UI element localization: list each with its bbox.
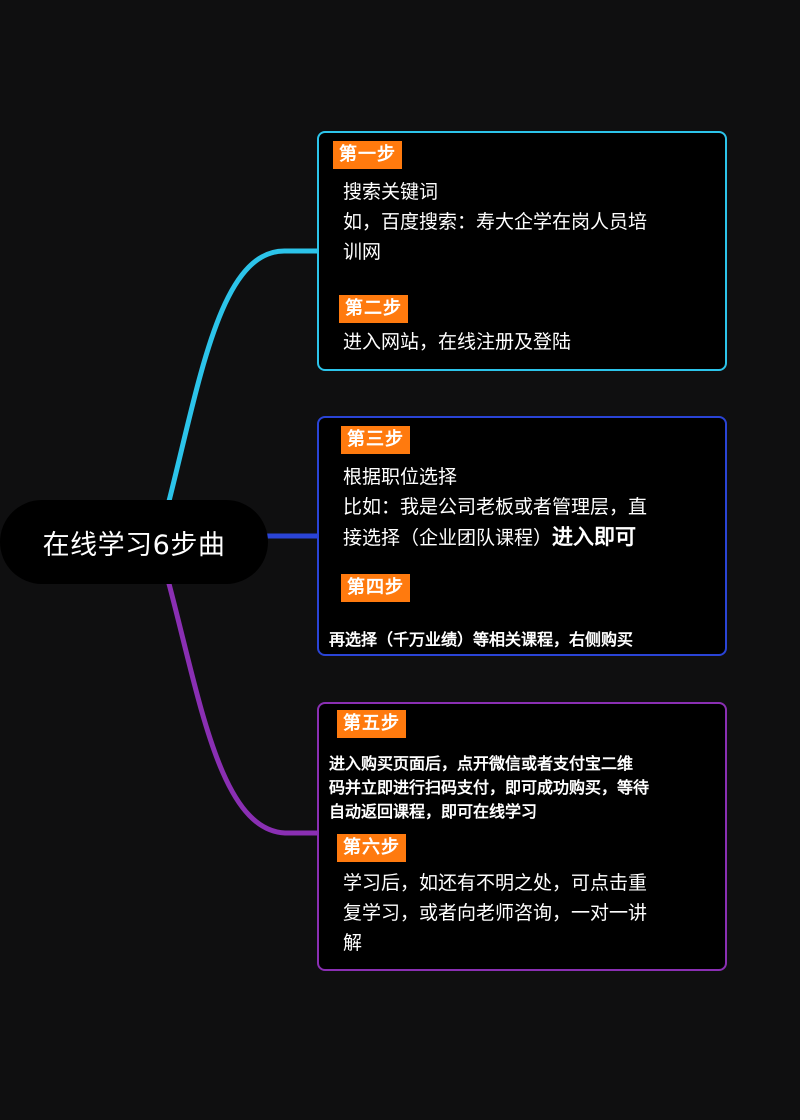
branch-box-steps-3-4: 第三步 根据职位选择 比如：我是公司老板或者管理层，直 接选择（企业团队课程）进… (317, 416, 727, 656)
step-5-line-1: 进入购买页面后，点开微信或者支付宝二维 (329, 754, 634, 773)
step-6-line-1: 学习后，如还有不明之处，可点击重 (343, 872, 648, 894)
step-3-line-3-text: 接选择（企业团队课程） (343, 527, 553, 549)
step-3-line-2: 比如：我是公司老板或者管理层，直 (343, 496, 648, 518)
step-tag-2: 第二步 (339, 295, 408, 323)
step-1-line-1: 搜索关键词 (343, 181, 439, 203)
central-topic: 在线学习6步曲 (0, 500, 268, 584)
step-tag-3: 第三步 (341, 426, 410, 454)
step-tag-4: 第四步 (341, 574, 410, 602)
step-1-line-3: 训网 (343, 241, 382, 263)
central-topic-title: 在线学习6步曲 (42, 529, 226, 561)
step-1-line-2: 如，百度搜索：寿大企学在岗人员培 (343, 211, 648, 233)
step-3-line-3: 接选择（企业团队课程）进入即可 (343, 522, 636, 553)
step-3-line-1: 根据职位选择 (343, 466, 458, 488)
branch-line-bottom (165, 577, 321, 836)
step-5-line-2: 码并立即进行扫码支付，即可成功购买，等待 (329, 778, 650, 797)
step-tag-1: 第一步 (333, 141, 402, 169)
step-5-line-3: 自动返回课程，即可在线学习 (329, 802, 538, 821)
step-tag-5: 第五步 (337, 710, 406, 738)
step-4-line-1: 再选择（千万业绩）等相关课程，右侧购买 (329, 630, 634, 649)
step-6-line-3: 解 (343, 932, 363, 954)
branch-box-steps-5-6: 第五步 进入购买页面后，点开微信或者支付宝二维 码并立即进行扫码支付，即可成功购… (317, 702, 727, 971)
step-2-line-1: 进入网站，在线注册及登陆 (343, 331, 572, 353)
step-tag-6: 第六步 (337, 834, 406, 862)
branch-line-top (165, 248, 321, 508)
step-6-line-2: 复学习，或者向老师咨询，一对一讲 (343, 902, 648, 924)
branch-box-steps-1-2: 第一步 搜索关键词 如，百度搜索：寿大企学在岗人员培 训网 第二步 进入网站，在… (317, 131, 727, 371)
step-3-emphasis: 进入即可 (552, 525, 637, 549)
